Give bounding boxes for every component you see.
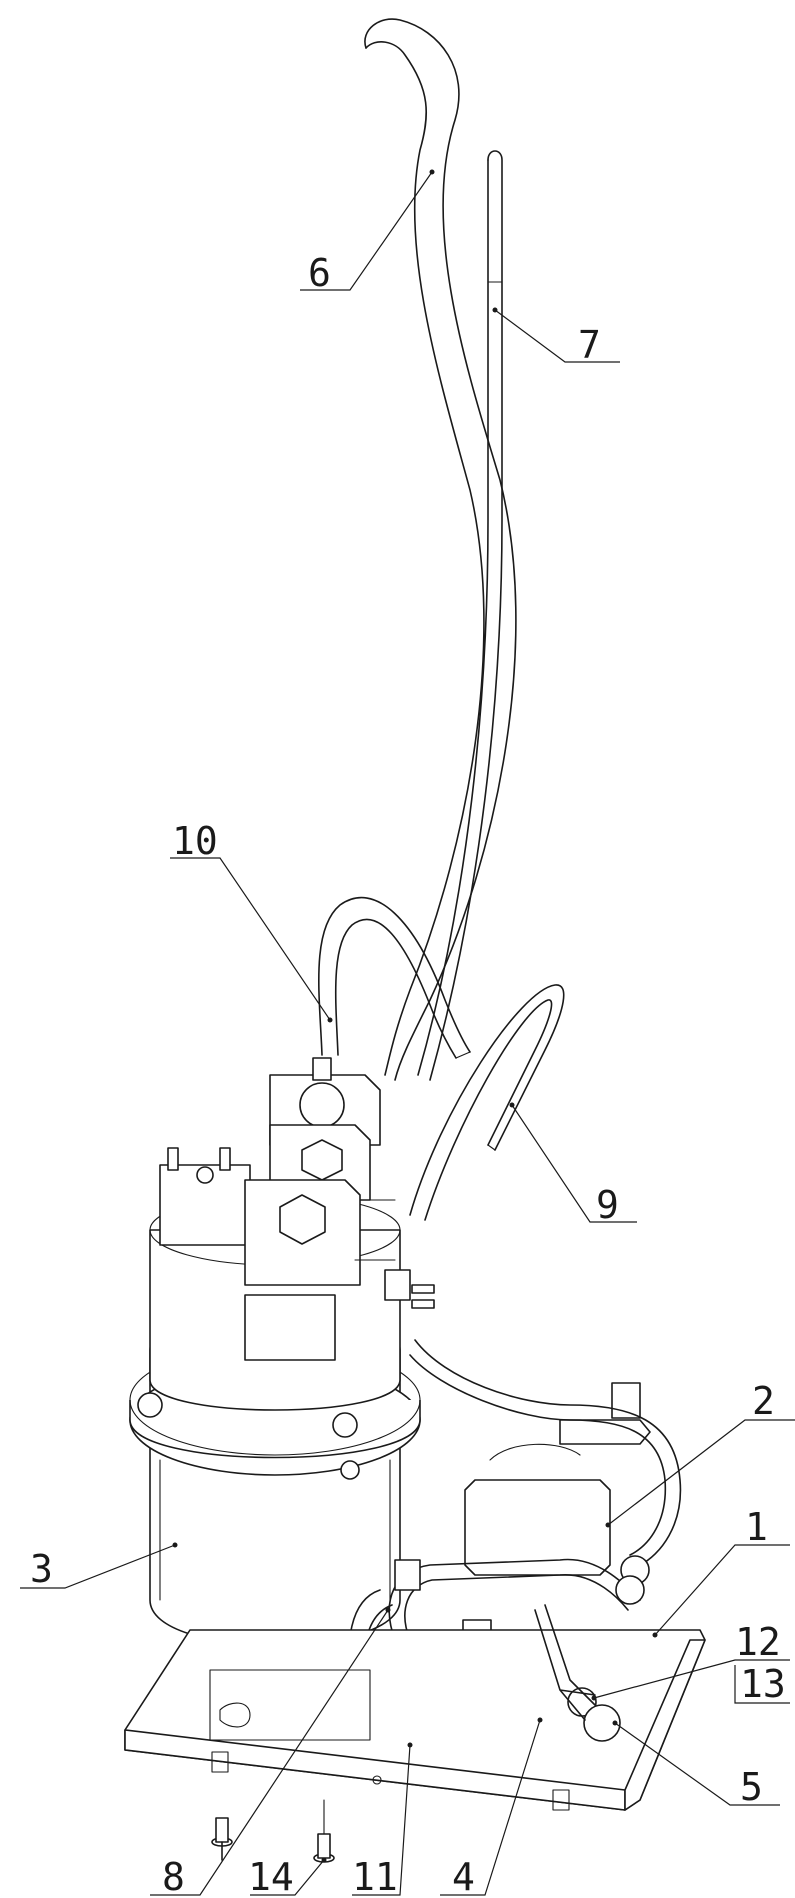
callout-label-8: 8	[162, 1855, 185, 1898]
callout-3: 3	[20, 1542, 178, 1591]
callout-label-11: 11	[352, 1855, 398, 1898]
hose-6	[364, 18, 517, 1081]
callout-4: 4	[440, 1717, 543, 1898]
callout-label-12: 12	[735, 1620, 781, 1664]
hose-10	[318, 896, 471, 1059]
hose-9	[409, 984, 565, 1221]
solenoid-valve-block	[159, 1057, 435, 1361]
callout-label-10: 10	[172, 819, 218, 863]
callout-label-3: 3	[30, 1547, 53, 1591]
callout-14: 14	[248, 1855, 327, 1898]
callout-10: 10	[170, 819, 333, 1023]
callout-label-6: 6	[308, 251, 331, 295]
callout-2: 2	[605, 1379, 795, 1528]
callout-label-7: 7	[578, 323, 601, 367]
callout-13: 13	[734, 1662, 790, 1706]
callout-label-9: 9	[596, 1183, 619, 1227]
callout-1: 1	[652, 1505, 790, 1638]
callout-7: 7	[492, 307, 620, 367]
tube-7	[417, 150, 503, 1081]
callout-12: 12	[591, 1620, 790, 1701]
callout-9: 9	[509, 1102, 637, 1227]
callout-label-5: 5	[740, 1765, 763, 1809]
callout-label-2: 2	[752, 1379, 775, 1423]
callout-6: 6	[300, 169, 435, 295]
callout-label-1: 1	[745, 1505, 768, 1549]
callout-8: 8	[150, 1607, 391, 1898]
callout-5: 5	[612, 1720, 780, 1809]
callout-label-13: 13	[740, 1662, 786, 1706]
callout-label-4: 4	[452, 1855, 475, 1898]
callout-11: 11	[352, 1742, 413, 1898]
pump-2	[409, 1339, 682, 1585]
pin-14	[211, 1799, 335, 1863]
base-plate-1	[124, 1575, 706, 1811]
callout-label-14: 14	[248, 1855, 294, 1898]
